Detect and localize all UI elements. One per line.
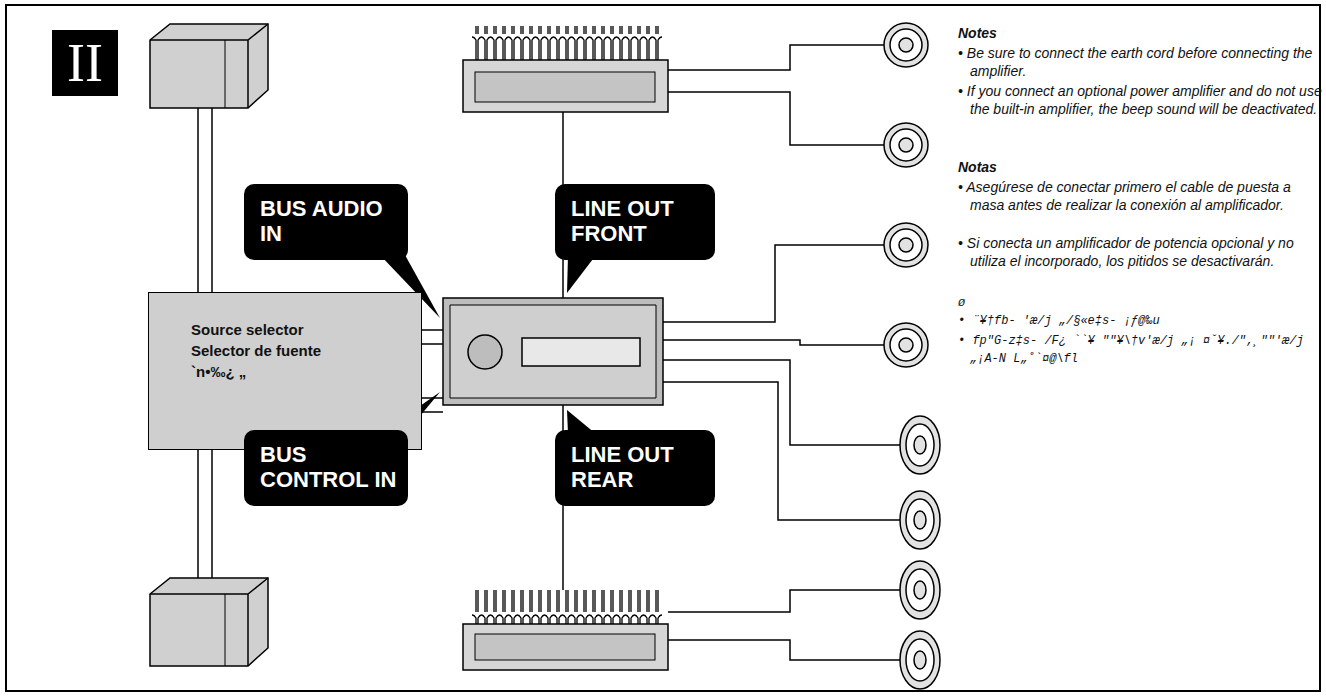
note-text: • Si conecta un amplificador de potencia… [958,234,1322,270]
callout-text: BUS AUDIO IN [260,196,398,246]
note-text: • Asegúrese de conectar primero el cable… [958,178,1322,214]
box-text: Selector de fuente [191,340,411,361]
source-selector-box: Source selectorSelector de fuente`n•‰¿ „ [148,292,422,450]
callout-text: BUS CONTROL IN [260,442,398,492]
speaker-wires [663,45,900,660]
callout-label: BUS CONTROL IN [244,430,408,506]
callout-label: BUS AUDIO IN [244,184,408,260]
note-text: • Be sure to connect the earth cord befo… [958,44,1322,80]
cd-changer [150,578,268,666]
head-unit [443,298,663,405]
note-text: • ¨¥†fb- 'æ/j „/§«e‡s- ¡ƒ@‰u [958,312,1322,330]
callout-label: LINE OUT FRONT [555,184,715,260]
box-text: `n•‰¿ „ [191,361,411,382]
callout-text: LINE OUT REAR [571,442,705,492]
note-text: • fp"G-z‡s- /F¿ ``¥ "″¥\†v'æ/j „¡ ¤ˇ¥./″… [958,332,1322,368]
notes-heading: Notes [958,24,1310,42]
callout-text: LINE OUT FRONT [571,196,705,246]
notes-heading: Notas [958,158,1310,176]
note-text: ø [958,294,1322,312]
figure-badge: II [52,30,118,96]
speaker [884,23,940,689]
callout-label: LINE OUT REAR [555,430,715,506]
figure-number: II [52,30,118,96]
cd-changer [150,24,268,108]
power-amplifier [463,26,668,112]
power-amplifier [463,590,668,670]
box-text: Source selector [191,319,411,340]
note-text: • If you connect an optional power ampli… [958,82,1322,118]
